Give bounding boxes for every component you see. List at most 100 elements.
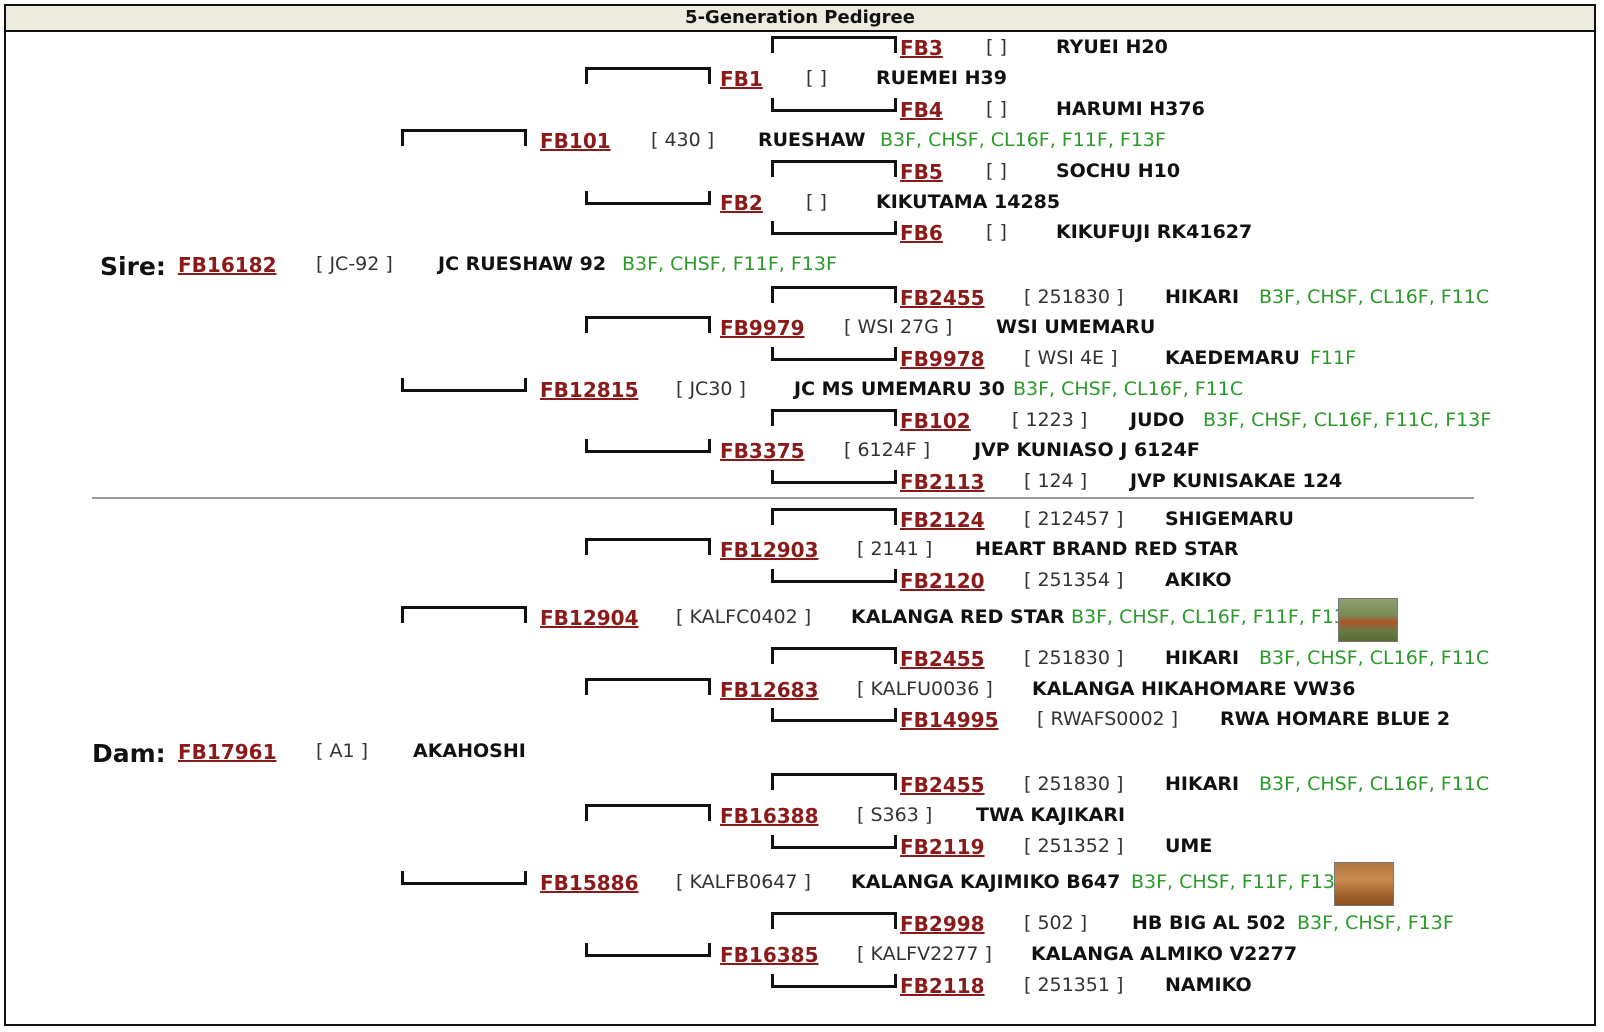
animal-id-link[interactable]: FB2113 (900, 470, 985, 494)
genetic-tests: B3F, CHSF, CL16F, F11C (1259, 286, 1490, 308)
animal-name: UME (1165, 835, 1213, 857)
animal-id-link[interactable]: FB2120 (900, 569, 985, 593)
animal-id-link[interactable]: FB2455 (900, 773, 985, 797)
animal-name: RWA HOMARE BLUE 2 (1220, 708, 1451, 730)
animal-id-link[interactable]: FB102 (900, 409, 971, 433)
animal-id-link[interactable]: FB9979 (720, 316, 805, 340)
pedigree-connector (585, 316, 711, 333)
animal-id-link[interactable]: FB3375 (720, 439, 805, 463)
registration-number: [ 6124F ] (844, 439, 931, 461)
animal-id-link[interactable]: FB3 (900, 36, 943, 60)
animal-id-link[interactable]: FB1 (720, 67, 763, 91)
animal-name: JVP KUNISAKAE 124 (1130, 470, 1343, 492)
genetic-tests: B3F, CHSF, F11F, F13F (1131, 871, 1346, 893)
sire-label: Sire: (100, 252, 166, 281)
animal-name: RUEMEI H39 (876, 67, 1007, 89)
registration-number: [ 251354 ] (1024, 569, 1124, 591)
animal-id-link[interactable]: FB2455 (900, 286, 985, 310)
pedigree-connector (771, 773, 897, 790)
pedigree-connector (771, 286, 897, 303)
animal-name: JC MS UMEMARU 30 (794, 378, 1005, 400)
registration-number: [ WSI 27G ] (844, 316, 953, 338)
animal-name: KALANGA RED STAR (851, 606, 1065, 628)
animal-name: HIKARI (1165, 286, 1240, 308)
animal-name: WSI UMEMARU (996, 316, 1156, 338)
animal-name: KALANGA ALMIKO V2277 (1031, 943, 1298, 965)
animal-name: KALANGA HIKAHOMARE VW36 (1032, 678, 1356, 700)
pedigree-connector (771, 508, 897, 525)
animal-id-link[interactable]: FB6 (900, 221, 943, 245)
pedigree-connector (585, 678, 711, 695)
pedigree-connector (401, 378, 527, 392)
animal-id-link[interactable]: FB5 (900, 160, 943, 184)
registration-number: [ KALFB0647 ] (676, 871, 811, 893)
genetic-tests: B3F, CHSF, F11F, F13F (622, 253, 837, 275)
animal-id-link[interactable]: FB2998 (900, 912, 985, 936)
animal-name: HIKARI (1165, 773, 1240, 795)
registration-number: [ JC-92 ] (316, 253, 393, 275)
animal-name: RYUEI H20 (1056, 36, 1168, 58)
registration-number: [ ] (806, 67, 827, 89)
registration-number: [ 2141 ] (857, 538, 933, 560)
animal-id-link[interactable]: FB9978 (900, 347, 985, 371)
registration-number: [ KALFC0402 ] (676, 606, 812, 628)
genetic-tests: B3F, CHSF, CL16F, F11C (1013, 378, 1244, 400)
animal-name: KIKUFUJI RK41627 (1056, 221, 1253, 243)
genetic-tests: B3F, CHSF, CL16F, F11C (1259, 773, 1490, 795)
dam-label: Dam: (92, 739, 166, 768)
animal-name: AKIKO (1165, 569, 1232, 591)
animal-id-link[interactable]: FB12903 (720, 538, 819, 562)
animal-name: JUDO (1130, 409, 1185, 431)
animal-name: JVP KUNIASO J 6124F (974, 439, 1200, 461)
pedigree-connector (771, 347, 897, 361)
genetic-tests: B3F, CHSF, CL16F, F11F, F13F (880, 129, 1166, 151)
animal-id-link[interactable]: FB2124 (900, 508, 985, 532)
animal-id-link[interactable]: FB12815 (540, 378, 639, 402)
animal-id-link[interactable]: FB2118 (900, 974, 985, 998)
registration-number: [ A1 ] (316, 740, 368, 762)
registration-number: [ ] (986, 98, 1007, 120)
animal-id-link[interactable]: FB15886 (540, 871, 639, 895)
animal-name: HIKARI (1165, 647, 1240, 669)
animal-photo-fb15886[interactable] (1334, 862, 1394, 906)
animal-id-link[interactable]: FB14995 (900, 708, 999, 732)
animal-id-link[interactable]: FB2 (720, 191, 763, 215)
animal-name: HEART BRAND RED STAR (975, 538, 1239, 560)
pedigree-connector (585, 538, 711, 555)
pedigree-connector (771, 160, 897, 177)
animal-id-link[interactable]: FB16385 (720, 943, 819, 967)
animal-name: HB BIG AL 502 (1132, 912, 1286, 934)
registration-number: [ 251830 ] (1024, 647, 1124, 669)
animal-id-link[interactable]: FB16182 (178, 253, 277, 277)
pedigree-connector (771, 569, 897, 583)
animal-name: RUESHAW (758, 129, 866, 151)
animal-id-link[interactable]: FB12683 (720, 678, 819, 702)
registration-number: [ 251830 ] (1024, 773, 1124, 795)
pedigree-connector (585, 67, 711, 84)
registration-number: [ 430 ] (651, 129, 715, 151)
animal-name: KIKUTAMA 14285 (876, 191, 1061, 213)
animal-name: NAMIKO (1165, 974, 1252, 996)
animal-id-link[interactable]: FB2119 (900, 835, 985, 859)
pedigree-connector (771, 974, 897, 988)
animal-id-link[interactable]: FB17961 (178, 740, 277, 764)
genetic-tests: F11F (1310, 347, 1357, 369)
animal-id-link[interactable]: FB101 (540, 129, 611, 153)
registration-number: [ ] (986, 221, 1007, 243)
pedigree-connector (585, 943, 711, 957)
animal-name: HARUMI H376 (1056, 98, 1205, 120)
pedigree-connector (771, 221, 897, 235)
pedigree-connector (771, 647, 897, 664)
animal-id-link[interactable]: FB4 (900, 98, 943, 122)
pedigree-connector (771, 409, 897, 426)
registration-number: [ JC30 ] (676, 378, 746, 400)
animal-id-link[interactable]: FB16388 (720, 804, 819, 828)
pedigree-connector (401, 606, 527, 623)
registration-number: [ ] (986, 36, 1007, 58)
pedigree-connector (585, 439, 711, 453)
animal-id-link[interactable]: FB2455 (900, 647, 985, 671)
sire-dam-divider (92, 497, 1474, 499)
pedigree-connector (401, 129, 527, 146)
animal-id-link[interactable]: FB12904 (540, 606, 639, 630)
animal-photo-fb12904[interactable] (1338, 598, 1398, 642)
